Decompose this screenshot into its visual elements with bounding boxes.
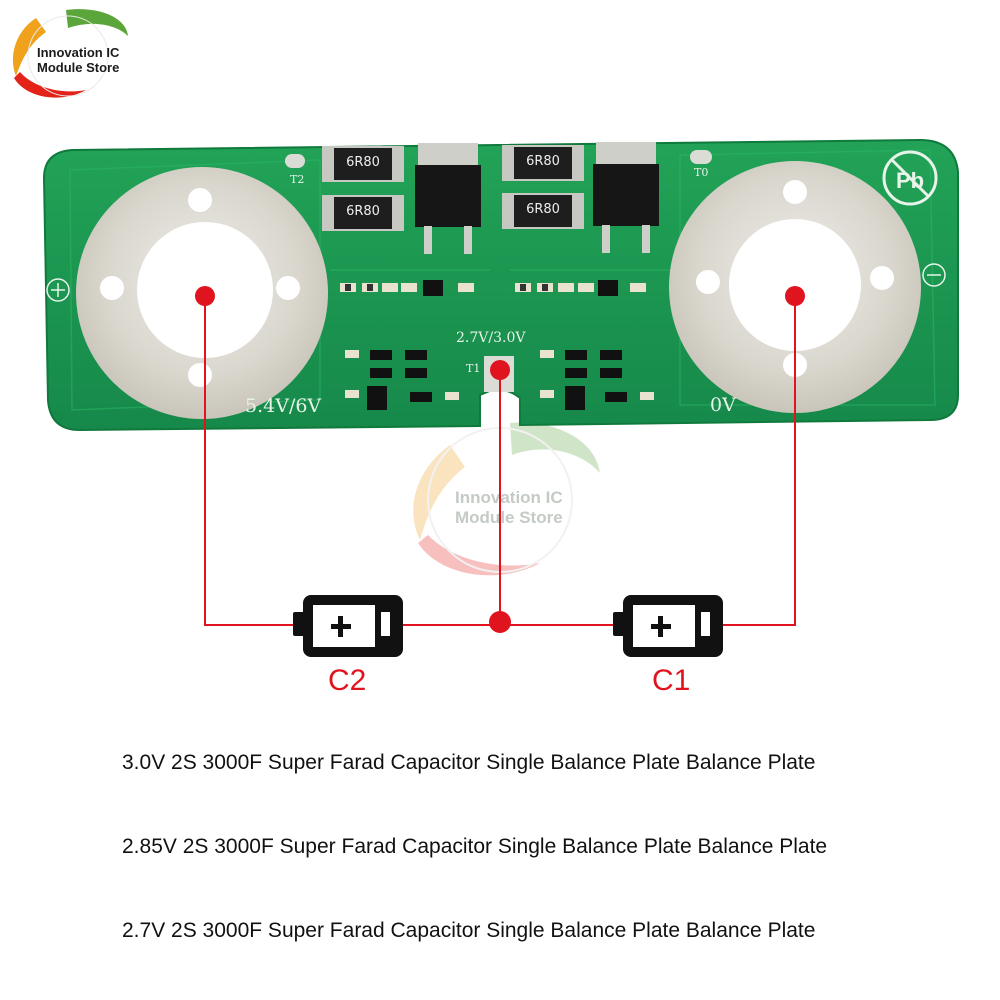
description-line-2: 2.85V 2S 3000F Super Farad Capacitor Sin…: [122, 835, 828, 858]
resistor-3: [502, 145, 584, 181]
board-label-right: 0V: [710, 394, 736, 416]
resistor-4: [502, 193, 584, 229]
description-line-3: 2.7V 2S 3000F Super Farad Capacitor Sing…: [122, 919, 816, 942]
description-line-1: 3.0V 2S 3000F Super Farad Capacitor Sing…: [122, 751, 816, 774]
pad-t2: [285, 154, 305, 168]
resistor-2: [322, 195, 404, 231]
connection-dot-right: [785, 286, 805, 306]
store-logo: [6, 6, 131, 101]
wiring-diagram: [195, 286, 805, 657]
connection-dot-left: [195, 286, 215, 306]
circle-plus-icon: [46, 278, 70, 302]
connection-dot-center-junction: [489, 611, 511, 633]
pad-label-t2: T2: [290, 173, 305, 186]
resistor-3-marking: 6R80: [526, 154, 560, 169]
store-logo-line1: Innovation IC: [37, 45, 120, 60]
store-logo-line2: Module Store: [37, 60, 120, 75]
resistor-1: [322, 146, 404, 182]
wires: [204, 296, 796, 626]
watermark-text: Innovation IC Module Store: [455, 488, 563, 528]
mosfet-right: [593, 142, 659, 253]
svg-text:Pb: Pb: [896, 168, 924, 193]
pad-t0: [690, 150, 712, 164]
battery-icon: [293, 595, 403, 657]
resistor-2-marking: 6R80: [346, 204, 380, 219]
resistor-4-marking: 6R80: [526, 202, 560, 217]
smd-components: [340, 280, 654, 410]
board-label-left: 5.4V/6V: [245, 395, 322, 417]
resistor-1-marking: 6R80: [346, 155, 380, 170]
watermark-line2: Module Store: [455, 508, 563, 527]
watermark-line1: Innovation IC: [455, 488, 563, 507]
pad-label-t0: T0: [694, 166, 709, 179]
mosfet-left: [415, 143, 481, 254]
battery-icon: [613, 595, 723, 657]
store-logo-icon: [12, 9, 128, 98]
store-logo-name: Innovation IC Module Store: [37, 45, 119, 75]
pb-free-icon: Pb: [882, 150, 938, 206]
connection-dot-center-top: [490, 360, 510, 380]
board-label-center: 2.7V/3.0V: [456, 330, 526, 346]
capacitor-label-c2: C2: [328, 664, 367, 697]
pad-label-t1: T1: [466, 362, 481, 375]
circle-minus-icon: [922, 263, 946, 287]
capacitor-label-c1: C1: [652, 664, 691, 697]
